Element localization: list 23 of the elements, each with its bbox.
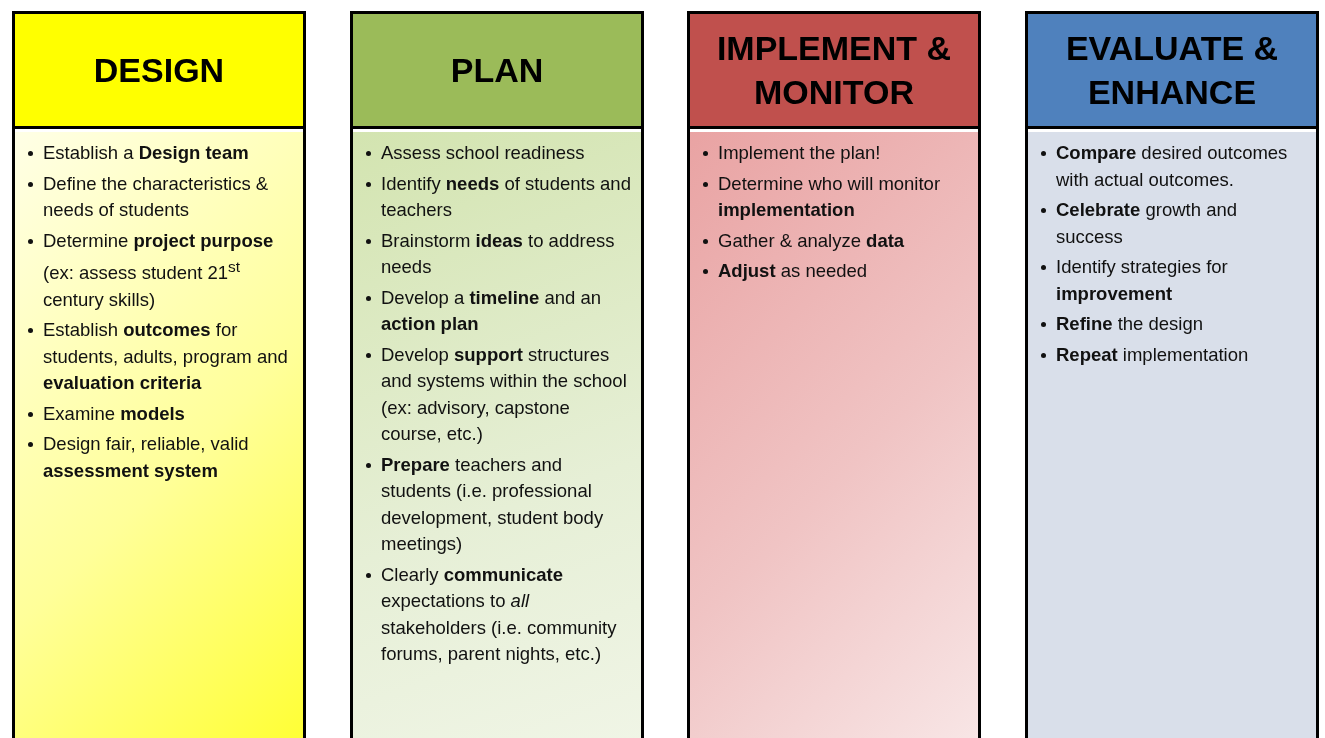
- bullet-text: Gather & analyze data: [718, 228, 906, 253]
- bullet-text: Repeat implementation: [1056, 342, 1250, 367]
- bullet-text: Design fair, reliable, valid assessment system: [43, 432, 250, 483]
- column-card: [12, 11, 306, 738]
- bullet-text: Develop support structures and systems within the school (ex: advisory, capstone course, etc.): [381, 342, 628, 446]
- column-heading: PLAN: [353, 14, 641, 129]
- bullet-text: Assess school readiness: [381, 141, 586, 165]
- bullet-text: Celebrate growth and success: [1056, 198, 1238, 249]
- bullet-text: Refine the design: [1056, 312, 1205, 336]
- bullet-text: Implement the plan!: [718, 141, 882, 165]
- bullet-text: Clearly communicate expectations to all stakeholders (i.e. community forums, parent nights, etc.): [381, 562, 618, 666]
- column-card: [687, 11, 981, 738]
- bullet-text: Examine models: [43, 401, 186, 426]
- column-heading: IMPLEMENT & MONITOR: [690, 14, 978, 129]
- bullet-text: Compare desired outcomes with actual outcomes.: [1056, 141, 1289, 192]
- bullet-text: Adjust as needed: [718, 259, 869, 283]
- column-heading: EVALUATE & ENHANCE: [1028, 14, 1316, 129]
- bullet-text: Establish a Design team: [43, 141, 250, 165]
- column-card: [350, 11, 644, 738]
- bullet-text: Prepare teachers and students (i.e. professional development, student body meetings): [381, 452, 605, 556]
- column-card: [1025, 11, 1319, 738]
- column-heading: DESIGN: [15, 14, 303, 129]
- bullet-text: Determine project purpose (ex: assess student 21$^{st}$ century skills): [43, 228, 275, 312]
